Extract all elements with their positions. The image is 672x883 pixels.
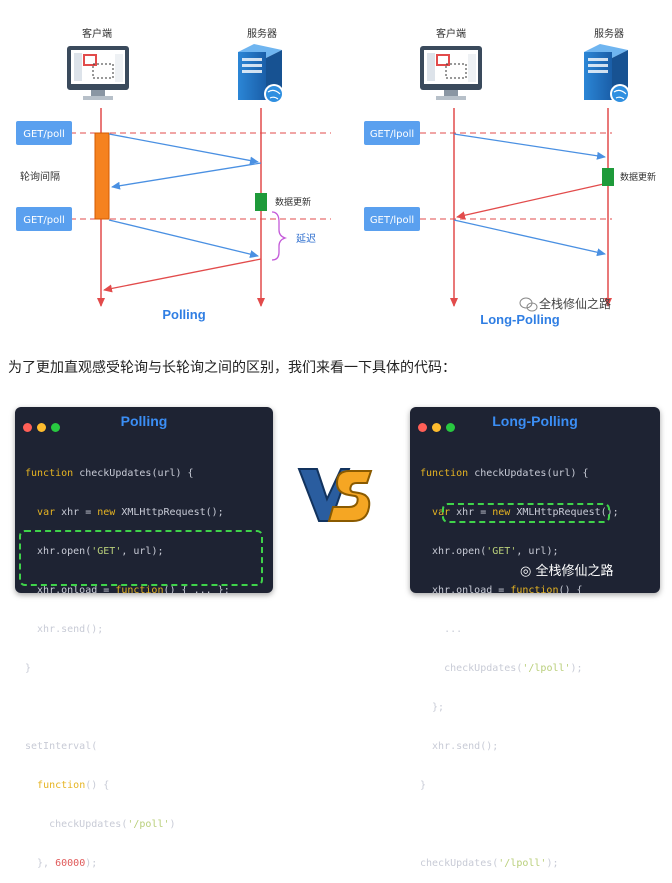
code-line: ... [420,624,463,635]
window-controls [23,417,65,436]
watermark-text: 全栈修仙之路 [535,564,614,579]
code-line: }; [420,702,445,713]
caption: 为了更加直观感受轮询与长轮询之间的区别，我们来看一下具体的代码： [8,360,456,376]
code-line: xhr.open('GET', url); [25,546,164,557]
polling-code-window: Polling [15,407,273,593]
request-label-2: GET/poll [23,215,65,226]
diagram-title: Long-Polling [480,312,559,327]
server-label: 服务器 [247,27,277,40]
computer-icon [420,46,482,100]
code-line: function checkUpdates(url) { [420,468,589,479]
code-line: xhr.onload = function() { [420,585,583,596]
longpolling-code-window: Long-Polling [410,407,660,593]
window-controls [418,417,460,436]
code-line: checkUpdates('/lpoll'); [420,663,583,674]
client-label: 客户端 [82,27,112,40]
close-dot-icon [418,423,427,432]
update-block [602,168,614,186]
request-arrow-2 [453,219,606,257]
response-arrow-1 [456,182,609,220]
request-label-1: GET/lpoll [370,129,414,140]
request-label-1: GET/poll [23,129,65,140]
update-label: 数据更新 [275,196,311,208]
minimize-dot-icon [432,423,441,432]
diagram-title: Polling [162,307,205,322]
long-polling-diagram: 客户端 服务器 GET/lpoll [364,27,656,327]
wechat-icon: ◎ [520,564,536,579]
interval-label: 轮询间隔 [20,170,60,183]
code-line: }, 60000); [25,858,98,869]
code-line: xhr.send(); [420,741,499,752]
code-line [25,701,230,714]
server-label: 服务器 [594,27,624,40]
delay-label: 延迟 [296,232,316,245]
interval-bar [94,132,110,220]
request-label-2: GET/lpoll [370,215,414,226]
code-line: } [25,663,32,674]
client-label: 客户端 [436,27,466,40]
wechat-icon [519,297,538,312]
watermark-bottom: ◎ 全栈修仙之路 [520,560,614,579]
longpolling-highlight [442,503,610,523]
code-line: function checkUpdates(url) { [25,468,194,479]
response-arrow-1 [111,162,262,190]
delay-brace [271,211,288,261]
code-line: xhr.open('GET', url); [420,546,559,557]
server-icon [238,44,284,104]
code-line: checkUpdates('/lpoll'); [420,858,559,869]
watermark: 全栈修仙之路 [539,296,611,311]
polling-diagram: 客户端 服务器 [16,27,331,322]
update-label: 数据更新 [620,171,656,183]
code-line: xhr.onload = function() { ... }; [25,585,230,596]
sequence-diagrams: 客户端 服务器 [16,27,656,327]
maximize-dot-icon [446,423,455,432]
server-icon [584,44,630,104]
code-line: } [420,780,427,791]
code-window-title: Long-Polling [492,413,578,429]
code-line: function() { [37,780,110,791]
code-line: setInterval( [25,741,98,752]
update-block [255,193,267,211]
code-line [420,818,619,831]
code-line: xhr.send(); [25,624,104,635]
request-box-1 [364,121,420,145]
request-box-1 [16,121,72,145]
request-box-2 [16,207,72,231]
polling-highlight [19,530,263,586]
request-arrow-1 [108,133,259,165]
code-line: var xhr = new XMLHttpRequest(); [432,507,619,518]
request-arrow-2 [108,219,259,259]
polling-code-lines: function checkUpdates(url) { var xhr = n… [25,441,230,883]
maximize-dot-icon [51,423,60,432]
request-arrow-1 [453,133,606,160]
code-line: checkUpdates('/poll') [25,819,176,830]
code-line: var xhr = new XMLHttpRequest(); [37,507,224,518]
computer-icon [67,46,129,100]
request-box-2 [364,207,420,231]
close-dot-icon [23,423,32,432]
vs-logo [297,468,373,522]
minimize-dot-icon [37,423,46,432]
response-arrow-2 [103,258,262,293]
code-window-title: Polling [120,413,168,429]
